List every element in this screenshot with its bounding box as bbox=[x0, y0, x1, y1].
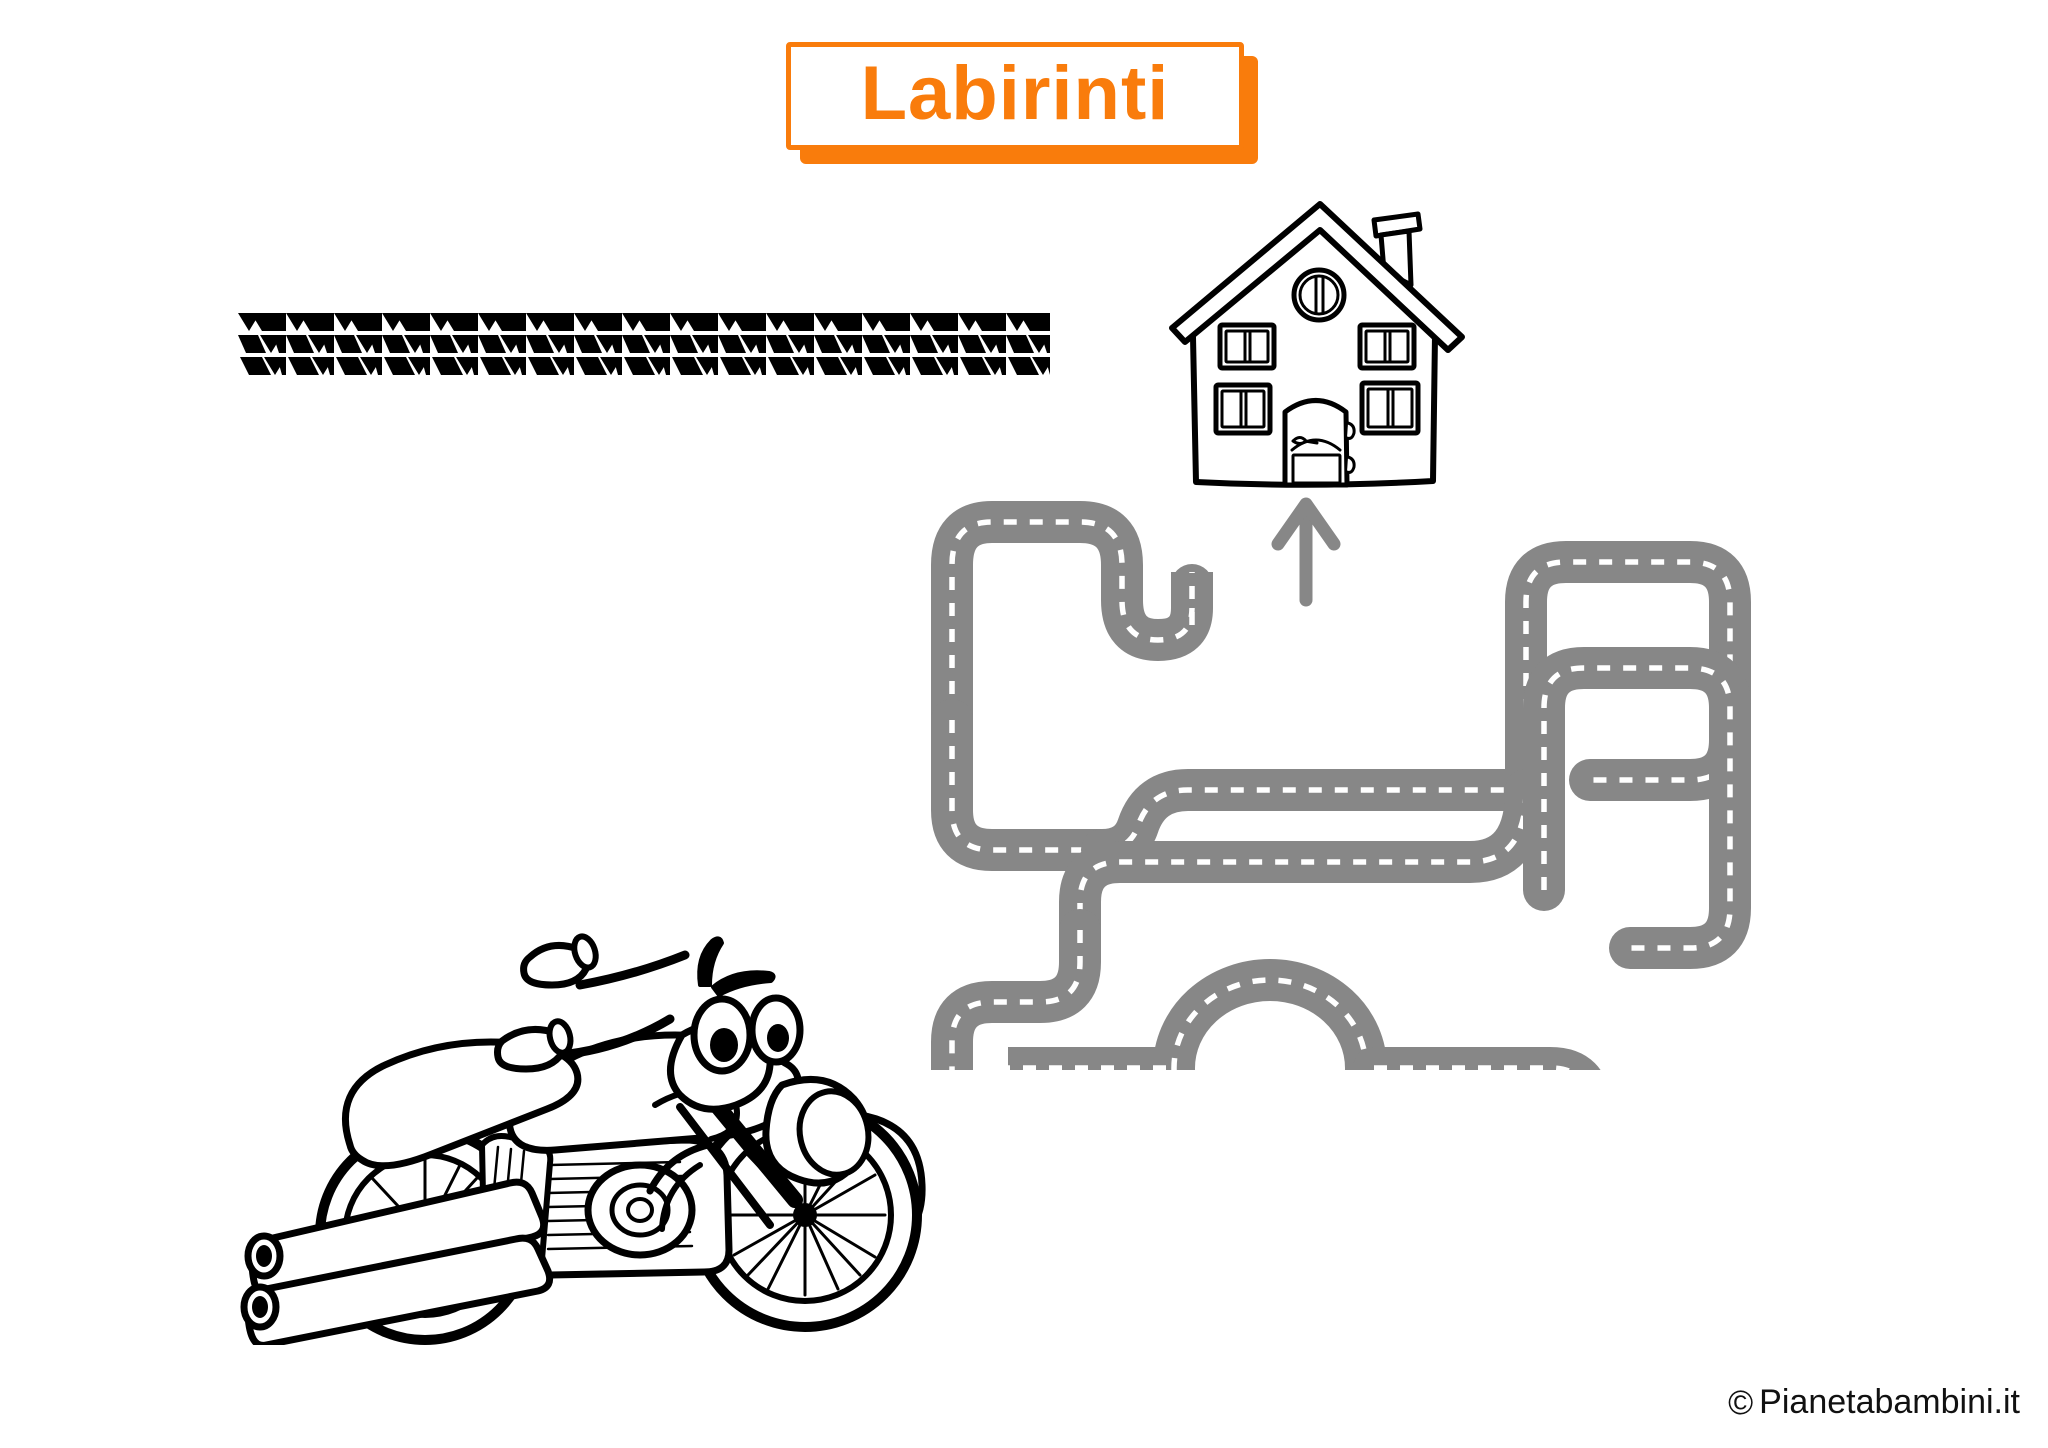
engine-cover-core bbox=[626, 1197, 654, 1223]
seat bbox=[341, 1038, 582, 1170]
door-arch-line bbox=[1290, 438, 1342, 452]
copyright-icon: © bbox=[1728, 1383, 1754, 1422]
handlebar-upper-arm bbox=[575, 950, 690, 990]
finish-arrow bbox=[1271, 497, 1341, 607]
eyebrow-right bbox=[711, 970, 776, 997]
house-illustration bbox=[1150, 185, 1470, 505]
tire-tread-pattern bbox=[238, 312, 1050, 378]
maze-segment-mid-horizontal-lower bbox=[1059, 769, 1547, 951]
upper-left-window-inner bbox=[1224, 329, 1270, 364]
round-gable-window-inner bbox=[1298, 274, 1340, 316]
frame-downtube bbox=[646, 1141, 712, 1195]
lower-left-window-inner bbox=[1220, 389, 1266, 429]
house-svg bbox=[1169, 201, 1465, 488]
frame-brace bbox=[659, 1162, 703, 1232]
upper-right-window-inner bbox=[1364, 329, 1410, 364]
front-fork-secondary bbox=[676, 1103, 774, 1229]
roof bbox=[1169, 201, 1465, 353]
roundabout-ring bbox=[1153, 959, 1387, 1070]
eyebrow-left bbox=[697, 936, 724, 987]
pupil-left bbox=[710, 1028, 738, 1062]
site-credit-text: Pianetabambini.it bbox=[1759, 1383, 2020, 1421]
headlight-lens bbox=[796, 1088, 872, 1178]
pupil-right bbox=[767, 1024, 789, 1052]
motorcycle-svg bbox=[240, 933, 926, 1349]
door-hinge-top bbox=[1345, 421, 1356, 440]
handlebar-lower-arm bbox=[555, 1014, 675, 1060]
maze-segment-right-middle-loop bbox=[1523, 647, 1751, 969]
maze-segment-top-left-loop bbox=[931, 501, 1213, 741]
maze-roundabout-east-spur bbox=[1353, 1047, 1601, 1070]
road-maze-svg: .road { fill:none; stroke:#878787; strok… bbox=[931, 497, 1751, 1070]
maze-segment-lower-left-loop bbox=[931, 909, 1101, 1070]
door-panel bbox=[1291, 453, 1342, 485]
handlebar-grip-upper-cap bbox=[571, 933, 599, 971]
footer-credit: © Pianetabambini.it bbox=[1728, 1383, 2020, 1422]
maze-segment-left-column bbox=[931, 699, 1123, 871]
handlebar-grip-lower-cap bbox=[546, 1018, 574, 1056]
title-badge-box: Labirinti bbox=[786, 42, 1244, 150]
door-handle bbox=[1291, 436, 1319, 445]
page-title: Labirinti bbox=[860, 51, 1170, 136]
exhaust-lower-hole bbox=[252, 1296, 268, 1318]
tread-band-svg bbox=[238, 312, 1050, 378]
rear-wheel-hub bbox=[793, 1203, 817, 1227]
maze-roundabout bbox=[1153, 959, 1387, 1070]
page-title-badge: Labirinti bbox=[786, 42, 1258, 164]
door-hinge-bottom bbox=[1345, 455, 1356, 474]
road-maze: .road { fill:none; stroke:#878787; strok… bbox=[930, 490, 2048, 1070]
motorcycle-illustration bbox=[230, 845, 950, 1349]
exhaust-upper-hole bbox=[256, 1245, 272, 1267]
lower-right-window-inner bbox=[1366, 387, 1414, 429]
